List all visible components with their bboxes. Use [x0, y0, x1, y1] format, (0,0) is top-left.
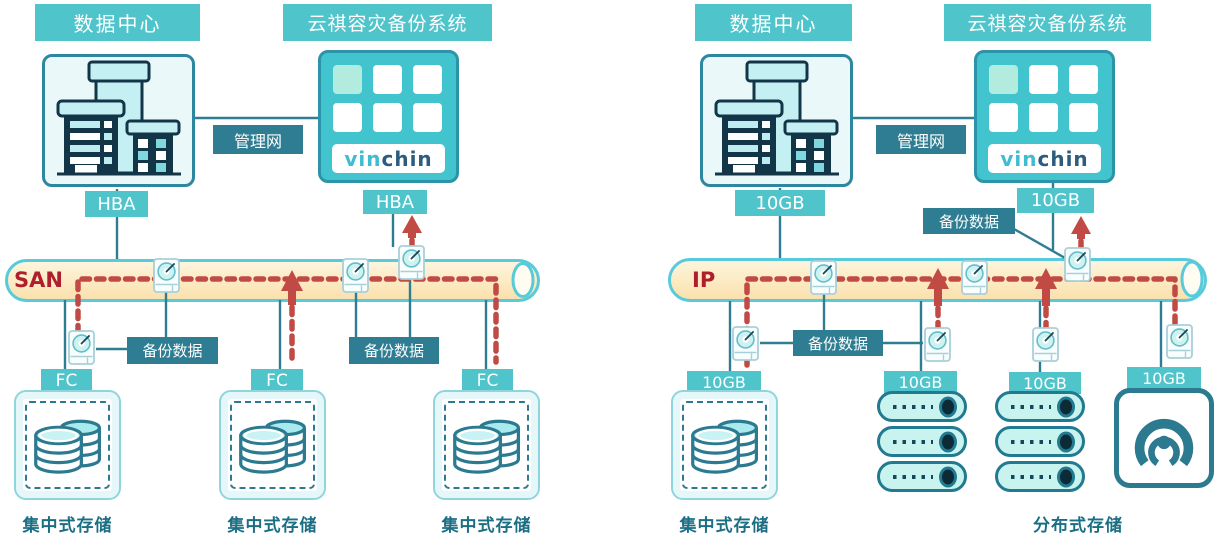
storage-dashed-frame — [230, 401, 315, 489]
appliance-tile — [1029, 103, 1058, 132]
backup-system-title-right: 云祺容灾备份系统 — [944, 4, 1151, 41]
ip-bus-pipe — [668, 258, 1207, 302]
appliance-tile — [373, 65, 402, 94]
server-drive-circle — [1057, 431, 1075, 452]
storage-caption: 分布式存储 — [1033, 515, 1123, 536]
storage-port-label-10gb: 10GB — [1009, 372, 1081, 394]
server-drive-circle — [939, 431, 957, 452]
storage-caption: 集中式存储 — [441, 515, 532, 536]
ip-bus-label: IP — [692, 268, 716, 292]
server-vent-dots — [893, 439, 933, 444]
server-vent-dots — [893, 404, 933, 409]
server-node-icon — [995, 426, 1085, 457]
server-node-icon — [995, 461, 1085, 492]
datacenter-building-card — [42, 54, 195, 187]
backup-data-label: 备份数据 — [349, 337, 439, 364]
server-port-label-10gb: 10GB — [1017, 188, 1094, 213]
host-port-label-10gb: 10GB — [735, 190, 825, 216]
appliance-tile — [989, 65, 1018, 94]
server-drive-circle — [939, 396, 957, 417]
server-drive-circle — [1057, 396, 1075, 417]
server-drive-circle — [939, 466, 957, 487]
storage-port-label-10gb: 10GB — [687, 371, 761, 394]
management-network-label-right: 管理网 — [876, 125, 966, 154]
backup-data-label: 备份数据 — [923, 208, 1015, 234]
server-vent-dots — [1011, 474, 1051, 479]
fc-port-label: FC — [41, 369, 92, 393]
backup-system-title-left: 云祺容灾备份系统 — [283, 4, 492, 41]
appliance-tile — [413, 65, 442, 94]
database-storage-icon — [31, 414, 107, 476]
ceph-distributed-storage-icon — [1114, 388, 1214, 488]
storage-port-label-10gb: 10GB — [1127, 367, 1201, 390]
database-storage-icon — [688, 414, 764, 476]
central-storage-box — [671, 390, 778, 500]
server-node-icon — [877, 426, 967, 457]
backup-data-label: 备份数据 — [793, 330, 883, 356]
database-storage-icon — [236, 414, 312, 476]
vinchin-logo-part2: chin — [381, 146, 433, 171]
appliance-tile — [333, 65, 362, 94]
building-icon — [56, 60, 181, 176]
central-storage-box — [14, 390, 121, 500]
server-node-icon — [995, 391, 1085, 422]
appliance-tile — [1069, 65, 1098, 94]
datacenter-building-card — [700, 54, 853, 187]
server-vent-dots — [893, 474, 933, 479]
ceph-logo — [1134, 418, 1194, 467]
storage-dashed-frame — [444, 401, 529, 489]
vinchin-logo-part1: vin — [1000, 146, 1038, 171]
appliance-tile — [413, 103, 442, 132]
storage-dashed-frame — [682, 401, 767, 489]
vinchin-logo-part1: vin — [344, 146, 382, 171]
storage-caption: 集中式存储 — [227, 515, 318, 536]
building-icon — [714, 60, 839, 176]
management-network-label-left: 管理网 — [213, 125, 303, 154]
storage-dashed-frame — [25, 401, 110, 489]
storage-caption: 集中式存储 — [22, 515, 113, 536]
fc-port-label: FC — [462, 369, 513, 393]
hba-server-label: HBA — [363, 190, 427, 214]
server-vent-dots — [1011, 404, 1051, 409]
server-vent-dots — [1011, 439, 1051, 444]
central-storage-box — [433, 390, 540, 500]
storage-port-label-10gb: 10GB — [884, 371, 957, 394]
appliance-tile — [373, 103, 402, 132]
backup-data-label: 备份数据 — [127, 337, 218, 364]
datacenter-title-right: 数据中心 — [695, 4, 852, 41]
san-bus-pipe — [5, 259, 540, 302]
central-storage-box — [219, 390, 326, 500]
appliance-tile — [1069, 103, 1098, 132]
datacenter-title-left: 数据中心 — [35, 4, 200, 41]
hba-host-label: HBA — [85, 191, 148, 217]
server-drive-circle — [1057, 466, 1075, 487]
fc-port-label: FC — [251, 369, 303, 393]
database-storage-icon — [450, 414, 526, 476]
storage-caption: 集中式存储 — [679, 515, 770, 536]
server-node-icon — [877, 391, 967, 422]
san-bus-label: SAN — [14, 268, 63, 292]
appliance-tile — [333, 103, 362, 132]
appliance-tile — [1029, 65, 1058, 94]
server-node-icon — [877, 461, 967, 492]
appliance-tile — [989, 103, 1018, 132]
vinchin-logo-part2: chin — [1037, 146, 1089, 171]
